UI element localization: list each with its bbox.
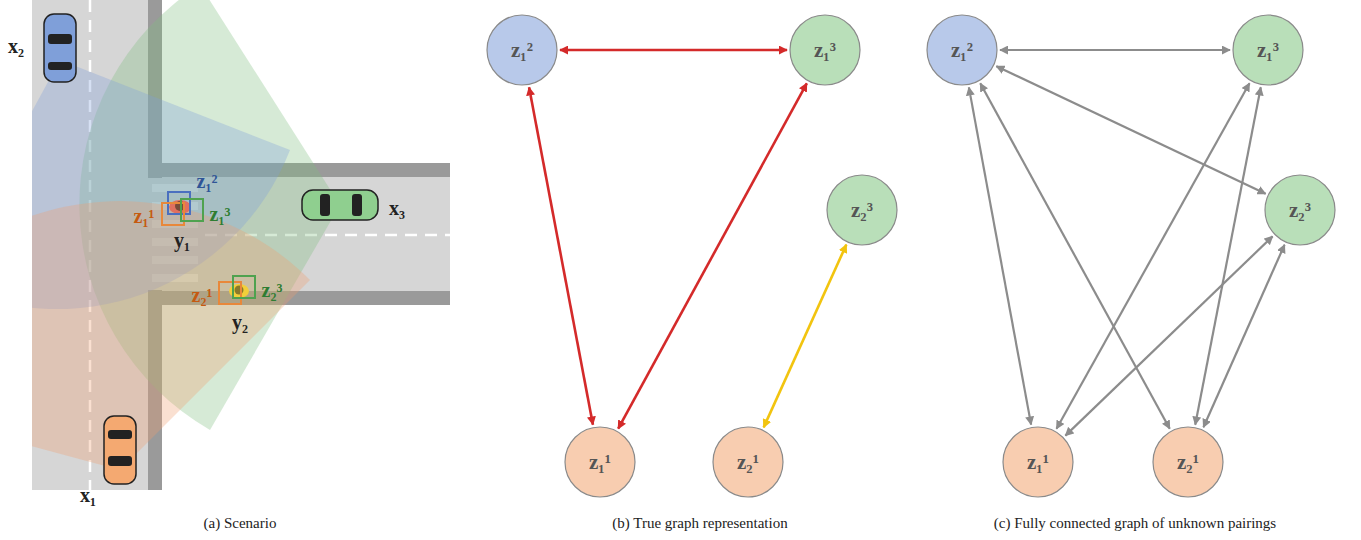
association-arrow: [529, 87, 593, 424]
node-label: z₁²: [511, 38, 533, 63]
graph-node: z₂¹: [1152, 426, 1224, 498]
graph-node: z₂¹: [712, 426, 784, 498]
subfigure-caption: (c) Fully connected graph of unknown pai…: [994, 515, 1276, 532]
node-label: z₁¹: [589, 450, 611, 475]
node-label: z₂¹: [737, 450, 759, 475]
node-outline: [1233, 15, 1303, 85]
graph-node: z₁²: [486, 14, 558, 86]
graph-node: z₁³: [789, 14, 861, 86]
graph-node: z₁¹: [564, 426, 636, 498]
node-label: z₂³: [1289, 198, 1311, 223]
symbol-label: z₁²: [197, 170, 218, 193]
association-arrow: [1057, 83, 1250, 429]
node-label: z₂³: [851, 198, 873, 223]
symbol-label: z₁¹: [134, 205, 155, 228]
graph-node: z₁³: [1232, 14, 1304, 86]
car: [104, 416, 136, 484]
node-outline: [713, 427, 783, 497]
node-outline: [1003, 427, 1073, 497]
symbol-label: x₃: [389, 197, 405, 220]
node-outline: [1153, 427, 1223, 497]
association-arrow: [560, 49, 787, 52]
association-arrow: [1065, 236, 1272, 435]
node-outline: [1265, 175, 1335, 245]
symbol-label: z₂³: [262, 279, 283, 302]
graph-node: z₂³: [1264, 174, 1336, 246]
car: [302, 190, 378, 220]
association-arrow: [764, 245, 847, 428]
graph-node: z₁¹: [1002, 426, 1074, 498]
symbol-label: y₂: [232, 311, 248, 334]
node-outline: [927, 15, 997, 85]
symbol-label: x₂: [8, 35, 24, 58]
pedestrian: [162, 192, 203, 225]
node-label: z₁²: [951, 38, 973, 63]
node-label: z₁³: [1257, 38, 1279, 63]
association-arrow: [1000, 49, 1230, 51]
car: [44, 14, 76, 82]
node-outline: [827, 175, 897, 245]
sensor-field: [32, 201, 310, 470]
symbol-label: y₁: [174, 229, 190, 252]
subfigure-caption: (b) True graph representation: [612, 515, 787, 532]
graph-node: z₂³: [826, 174, 898, 246]
node-outline: [487, 15, 557, 85]
symbol-label: z₁³: [210, 203, 231, 226]
node-outline: [565, 427, 635, 497]
symbol-label: x₁: [80, 484, 96, 507]
node-label: z₁¹: [1027, 450, 1049, 475]
association-arrow: [618, 83, 807, 428]
association-arrow: [980, 83, 1169, 428]
graph-node: z₁²: [926, 14, 998, 86]
association-arrow: [969, 87, 1031, 424]
node-label: z₂¹: [1177, 450, 1199, 475]
association-arrow: [996, 66, 1265, 193]
association-arrow: [1203, 245, 1284, 428]
subfigure-caption: (a) Scenario: [204, 515, 277, 532]
node-outline: [790, 15, 860, 85]
pedestrian: [219, 276, 255, 304]
node-label: z₁³: [814, 38, 836, 63]
symbol-label: z₂¹: [192, 284, 213, 307]
